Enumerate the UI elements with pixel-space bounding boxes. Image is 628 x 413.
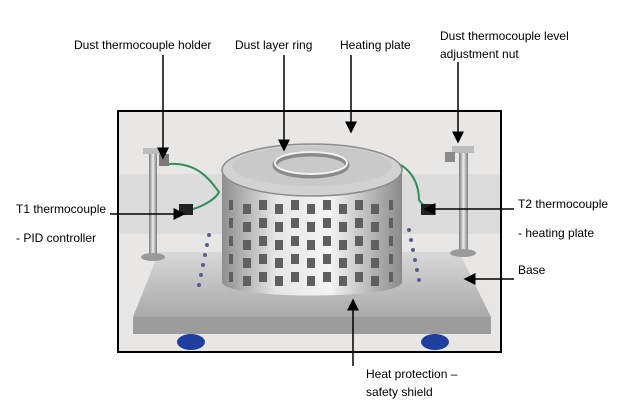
shield-slot [389,254,393,264]
shield-slot [291,272,299,282]
shield-slot [259,254,267,264]
shield-slot [307,222,315,232]
shield-slot [355,218,363,228]
shield-slot [355,254,363,264]
shield-slot [371,258,379,268]
label-heating-plate: Heating plate [340,38,411,52]
label-adjustment-nut-line2: adjustment nut [440,47,519,61]
foot-left [177,334,205,350]
shield-slot [389,236,393,246]
shield-slot [259,218,267,228]
t1-connector [179,204,193,215]
heating-plate-top [232,146,392,186]
shield-slot [371,222,379,232]
shield-slot [243,240,251,250]
label-t2-line1: T2 thermocouple [518,197,609,211]
shield-slot [275,258,283,268]
shield-slot [339,222,347,232]
shield-slot [355,200,363,210]
shield-slot [259,272,267,282]
shield-slot [307,240,315,250]
label-shield-line2: safety shield [366,385,433,399]
shield-slot [229,254,233,264]
shield-slot [307,276,315,286]
shield-slot [339,276,347,286]
shield-slot [339,204,347,214]
base-holes-left [197,233,211,287]
shield-slot [323,254,331,264]
shield-slot [291,254,299,264]
shield-slot [259,236,267,246]
dust-thermocouple-holder-left [141,148,169,261]
shield-slot [229,200,233,210]
shield-slot [323,218,331,228]
shield-slot [323,272,331,282]
shield-slot [243,204,251,214]
label-shield-line1: Heat protection – [366,367,458,381]
label-t1-line1: T1 thermocouple [16,202,107,216]
dust-thermocouple-holder-right [445,146,476,257]
label-dust-layer-ring: Dust layer ring [235,38,313,52]
shield-slot [355,236,363,246]
shield-slot [323,200,331,210]
label-dust-thermocouple-holder: Dust thermocouple holder [74,38,212,52]
apparatus-photo [117,110,502,353]
shield-slot [371,204,379,214]
shield-slot [229,218,233,228]
shield-slot [355,272,363,282]
t2-connector [421,204,435,215]
shield-slot [275,222,283,232]
shield-slot [339,240,347,250]
shield-slot [323,236,331,246]
shield-slot [389,200,393,210]
label-t1-line2: - PID controller [16,231,97,245]
shield-slot [243,258,251,268]
shield-slot [291,218,299,228]
label-adjustment-nut-line1: Dust thermocouple level [440,29,569,43]
dust-layer-ring [272,151,350,179]
wire-left [168,162,221,211]
shield-slots [229,200,393,286]
shield-slot [371,276,379,286]
shield-slot [389,218,393,228]
shield-slot [275,204,283,214]
foot-right [421,334,449,350]
base-holes-right [407,228,421,282]
shield-slot [291,200,299,210]
label-t2-line2: - heating plate [518,226,595,240]
shield-slot [307,204,315,214]
shield-slot [229,236,233,246]
shield-slot [229,272,233,282]
apparatus-illustration [119,112,500,351]
shield-slot [339,258,347,268]
label-base: Base [518,263,546,277]
shield-slot [243,222,251,232]
shield-slot [275,240,283,250]
shield-slot [243,276,251,286]
shield-slot [371,240,379,250]
shield-slot [291,236,299,246]
shield-slot [259,200,267,210]
shield-slot [307,258,315,268]
shield-slot [389,272,393,282]
shield-slot [275,276,283,286]
